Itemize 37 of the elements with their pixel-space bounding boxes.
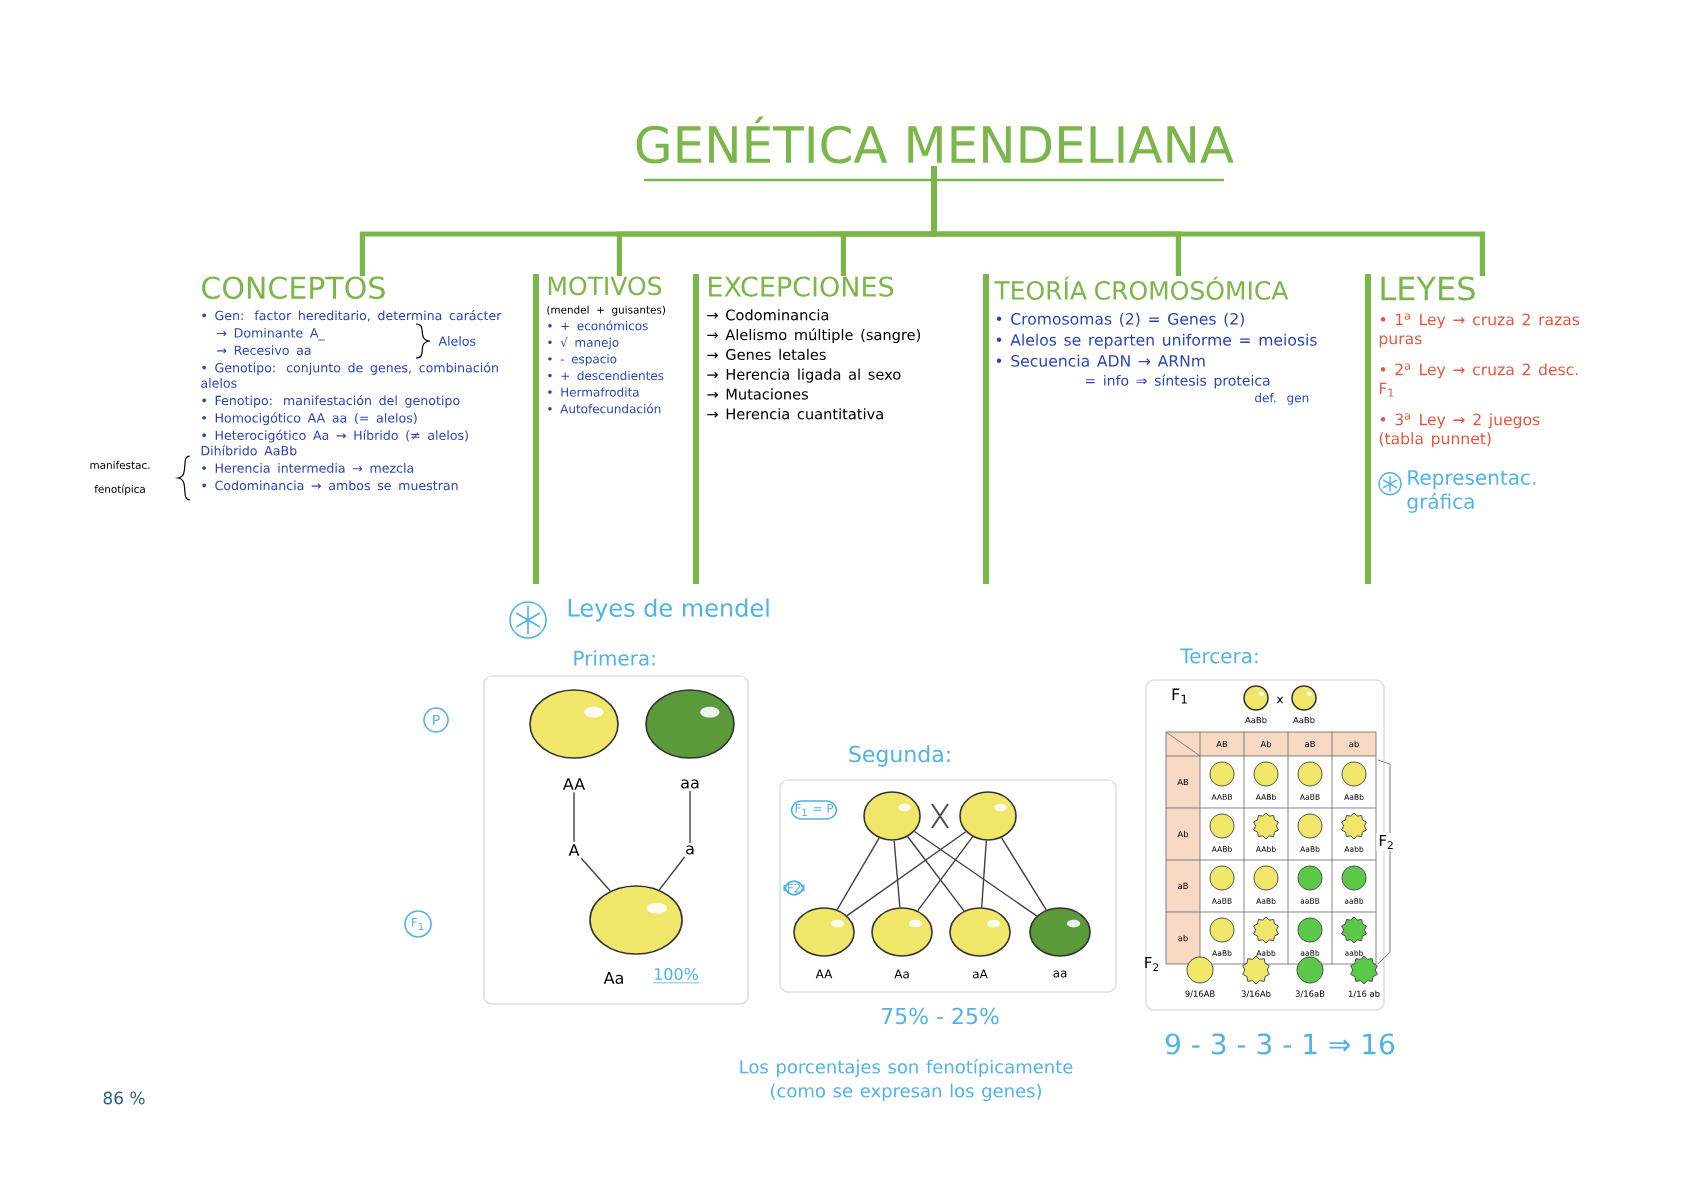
- connector-line: [846, 831, 967, 917]
- generation-label: F$_{1}$: [1172, 688, 1187, 704]
- handwritten-heading: Leyes de mendel: [568, 598, 769, 622]
- connector-line: [658, 856, 686, 891]
- genotype-label: aa: [681, 779, 699, 789]
- connector-line: [913, 830, 1038, 917]
- connector-line: [981, 840, 987, 908]
- connector-line: [580, 857, 611, 892]
- connector-line: [573, 791, 575, 843]
- list-item: Representac. gráfica: [1407, 470, 1536, 513]
- allele-label: A: [568, 844, 580, 856]
- connector-line: [893, 840, 901, 908]
- tree-line: [931, 165, 1485, 276]
- percentage-label: 75% - 25%: [881, 1007, 999, 1025]
- percentage-label: 100%: [652, 967, 700, 984]
- column-heading: LEYES: [1381, 276, 1475, 301]
- column-heading: CONCEPTOS: [202, 276, 385, 300]
- column-heading: TEORÍA CROMOSÓMICA: [994, 276, 1289, 300]
- genotype-label: AA: [562, 778, 586, 790]
- connector-line: [907, 836, 965, 912]
- connector-line: [1000, 837, 1047, 911]
- section-heading: Primera:: [574, 650, 655, 666]
- allele-label: a: [686, 845, 694, 855]
- note: Los porcentajes son fenotípicamente (como se expresan los genes): [740, 1058, 1073, 1102]
- connector-line: [836, 837, 880, 911]
- connector-line: [689, 790, 691, 844]
- section-heading: Tercera:: [1180, 648, 1258, 664]
- zoom-percentage: 86 %: [103, 1091, 145, 1105]
- genotype-label: Aa: [603, 972, 623, 984]
- section-heading: Segunda:: [849, 745, 950, 767]
- column-heading: MOTIVOS: [548, 276, 662, 296]
- ratio-label: 9 - 3 - 3 - 1 ⇒ 16: [1165, 1033, 1395, 1055]
- column-heading: EXCEPCIONES: [709, 276, 894, 297]
- title: GENÉTICA MENDELIANA: [636, 116, 1234, 164]
- connector-line: [917, 836, 974, 912]
- pea-icon: [863, 791, 921, 841]
- pea-icon: [959, 791, 1017, 841]
